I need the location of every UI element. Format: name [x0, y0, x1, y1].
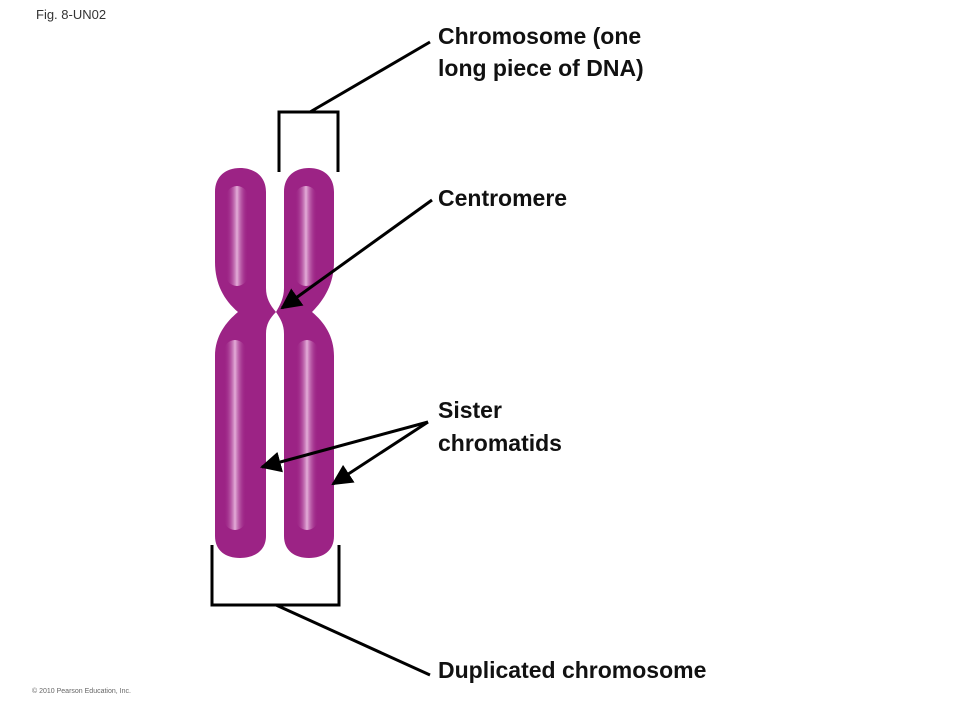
- sister-arrow-left: [259, 420, 429, 473]
- duplicated-leader-line: [275, 603, 431, 677]
- sister-chromatids-label-line2: chromatids: [438, 430, 562, 456]
- chromosome-leader-line: [309, 40, 431, 114]
- centromere-label: Centromere: [438, 185, 567, 211]
- duplicated-bracket: [210, 545, 341, 607]
- chromosome-label-line2: long piece of DNA): [438, 55, 644, 81]
- centromere-arrow: [280, 198, 433, 310]
- chromosome-bracket: [277, 110, 340, 172]
- right-chromatid-highlight: [295, 186, 317, 286]
- left-chromatid-highlight-lower: [224, 340, 246, 530]
- chromosome-label-line1: Chromosome (one: [438, 23, 641, 49]
- left-chromatid-highlight: [226, 186, 248, 286]
- sister-arrow-right: [331, 420, 429, 486]
- figure-label: Fig. 8-UN02: [36, 7, 107, 22]
- duplicated-chromosome-label: Duplicated chromosome: [438, 657, 706, 683]
- copyright-text: © 2010 Pearson Education, Inc.: [32, 688, 131, 695]
- right-chromatid-highlight-lower: [296, 340, 318, 530]
- sister-chromatids-label-line1: Sister: [438, 397, 502, 423]
